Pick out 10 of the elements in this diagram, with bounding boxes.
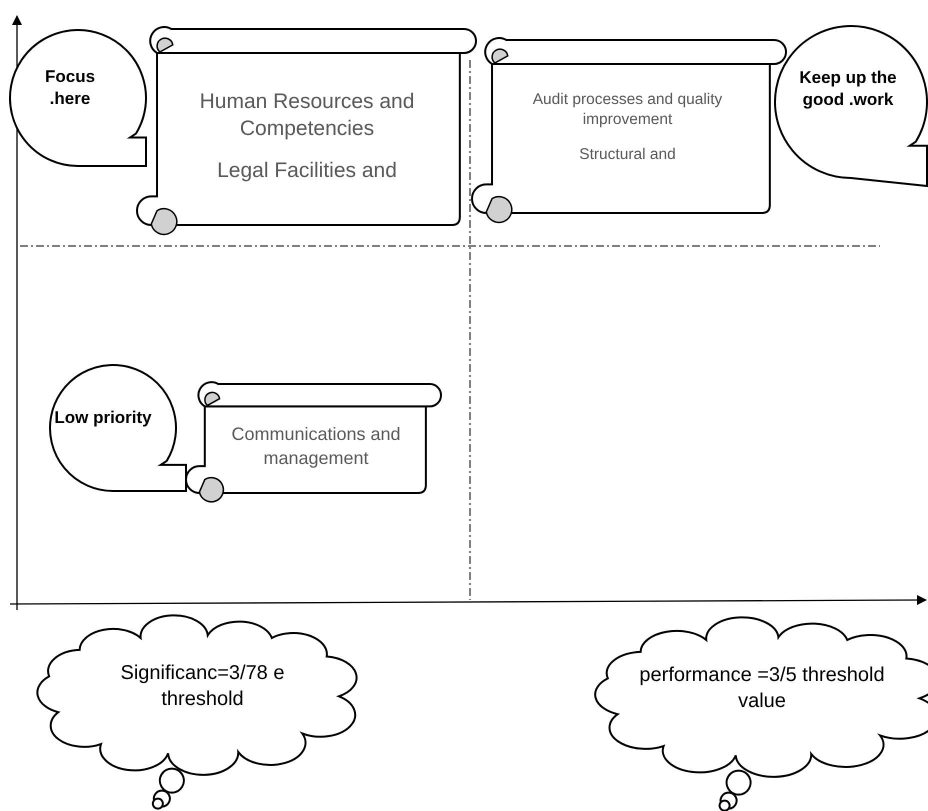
scroll-text: Audit processes and quality improvement [532,90,724,130]
scroll-text: Structural and [579,144,676,165]
bubble-text: Focus .here [44,66,96,110]
scroll-text: Human Resources and Competencies [198,89,416,142]
bubble-text: Low priority [54,406,152,429]
bubble-text: Keep up the good .work [798,66,898,111]
scroll-text: Legal Facilities and [217,158,397,184]
cloud-text: Significanc=3/78 e threshold [119,661,286,712]
scroll-text: Communications and management [230,423,402,470]
cloud-text: performance =3/5 threshold value [638,663,886,714]
